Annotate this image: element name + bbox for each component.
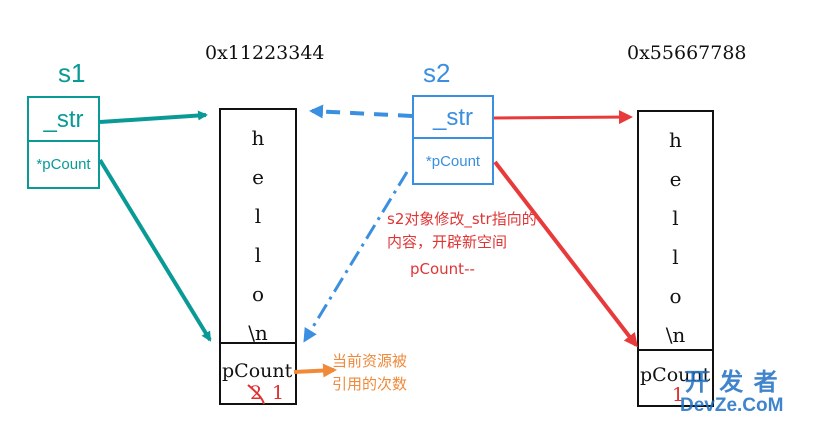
watermark: 开 发 者 DevZe.CoM xyxy=(680,362,783,417)
s2-new-str-arrow xyxy=(493,110,633,125)
s1-object: _str *pCount xyxy=(27,96,100,189)
modify-note-line2: 内容，开辟新空间 xyxy=(387,233,508,251)
watermark-line2: DevZe.CoM xyxy=(680,395,784,416)
left-pcount-label: pCount xyxy=(222,360,293,382)
char: \n xyxy=(248,321,268,345)
watermark-line1: 开 发 者 xyxy=(684,368,779,396)
s1-pcount-arrow xyxy=(98,158,212,342)
left-string-chars: h e l l o \n xyxy=(219,119,297,353)
right-pcount-label: pCount xyxy=(640,364,711,386)
char: o xyxy=(251,282,265,306)
count-note-line1: 当前资源被 xyxy=(332,352,408,370)
s2-label: s2 xyxy=(423,58,451,88)
s1-str-arrow xyxy=(99,110,208,124)
address-right: 0x55667788 xyxy=(627,42,747,64)
s1-str-field: _str xyxy=(29,98,98,142)
count-note: 当前资源被 引用的次数 xyxy=(332,350,407,396)
left-memory-block xyxy=(219,108,297,405)
char: h xyxy=(251,126,265,150)
modify-note-line3: pCount-- xyxy=(410,260,475,278)
left-new-count: 1 xyxy=(272,382,285,404)
modify-note-line1: s2对象修改_str指向的 xyxy=(387,210,537,228)
address-left: 0x11223344 xyxy=(205,42,325,64)
s1-label: s1 xyxy=(58,58,86,88)
right-count-divider xyxy=(639,349,712,351)
s1-pcount-field: *pCount xyxy=(36,156,91,173)
count-note-arrow xyxy=(293,363,337,378)
char: h xyxy=(669,128,682,152)
char: e xyxy=(252,165,264,189)
char: l xyxy=(254,243,262,267)
s2-object: _str *pCount xyxy=(412,95,494,185)
modify-note: s2对象修改_str指向的 内容，开辟新空间 pCount-- xyxy=(387,208,537,281)
count-note-line2: 引用的次数 xyxy=(332,375,408,393)
char: l xyxy=(254,204,262,228)
right-count: 1 xyxy=(672,384,685,406)
char: \n xyxy=(665,323,686,347)
s2-new-pcount-arrow xyxy=(493,160,638,348)
s2-old-str-arrow xyxy=(309,104,413,119)
char: e xyxy=(669,167,682,191)
s2-pcount-field: *pCount xyxy=(425,153,481,170)
s2-str-field: _str xyxy=(414,97,492,139)
old-count-strike xyxy=(247,384,265,405)
left-count-divider xyxy=(221,342,295,344)
right-string-chars: h e l l o \n xyxy=(637,121,714,355)
char: o xyxy=(669,284,682,308)
char: l xyxy=(672,245,679,269)
s2-old-pcount-arrow xyxy=(303,171,409,343)
char: l xyxy=(672,206,679,230)
right-memory-block xyxy=(637,110,714,407)
